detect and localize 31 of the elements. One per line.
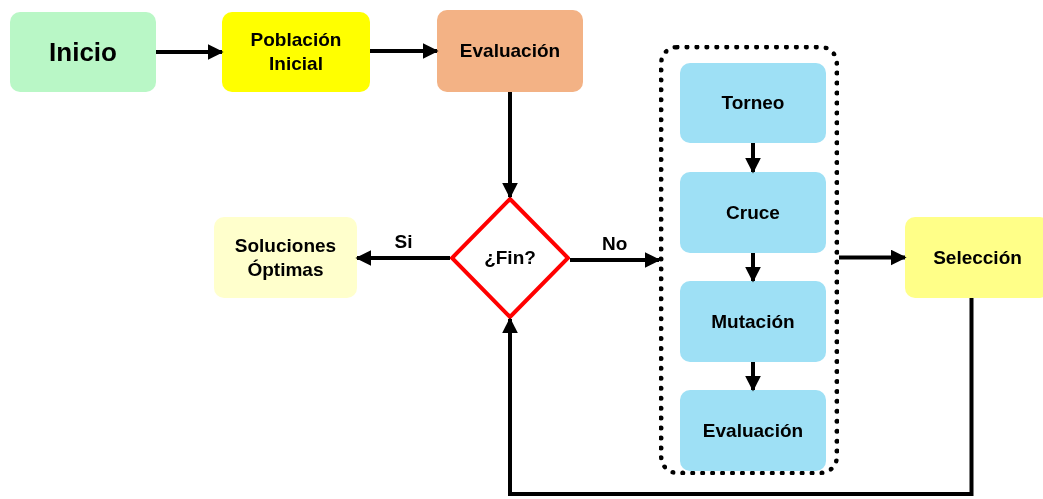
terminal-box [214,217,357,298]
group-box [659,45,839,475]
arrow [502,298,974,496]
process-box [222,12,370,92]
decision-diamond [450,197,570,319]
node-label: Mutación [711,309,795,334]
arrow [745,143,761,174]
arrow [745,253,761,283]
arrow [745,362,761,392]
start-box [10,12,156,92]
node-label: Torneo [721,91,785,115]
node-label: Soluciones Óptimas [233,233,338,282]
process-box [437,10,583,92]
arrow [570,252,661,268]
arrow [370,43,439,59]
process-box [680,172,826,253]
process-box [680,63,826,143]
node-label: Evaluación [459,39,561,63]
node-label: Evaluación [702,418,804,443]
process-box [680,390,826,471]
process-box [680,281,826,362]
decision-label: ¿Fin? [484,246,536,270]
arrow [355,250,450,266]
node-label: Inicio [49,35,117,69]
arrow [156,44,224,60]
node-label: Selección [933,245,1022,270]
arrow [502,92,518,199]
node-label: Cruce [726,200,780,225]
node-label: Población Inicial [249,28,343,76]
arrow [839,249,907,266]
process-box [905,217,1043,298]
